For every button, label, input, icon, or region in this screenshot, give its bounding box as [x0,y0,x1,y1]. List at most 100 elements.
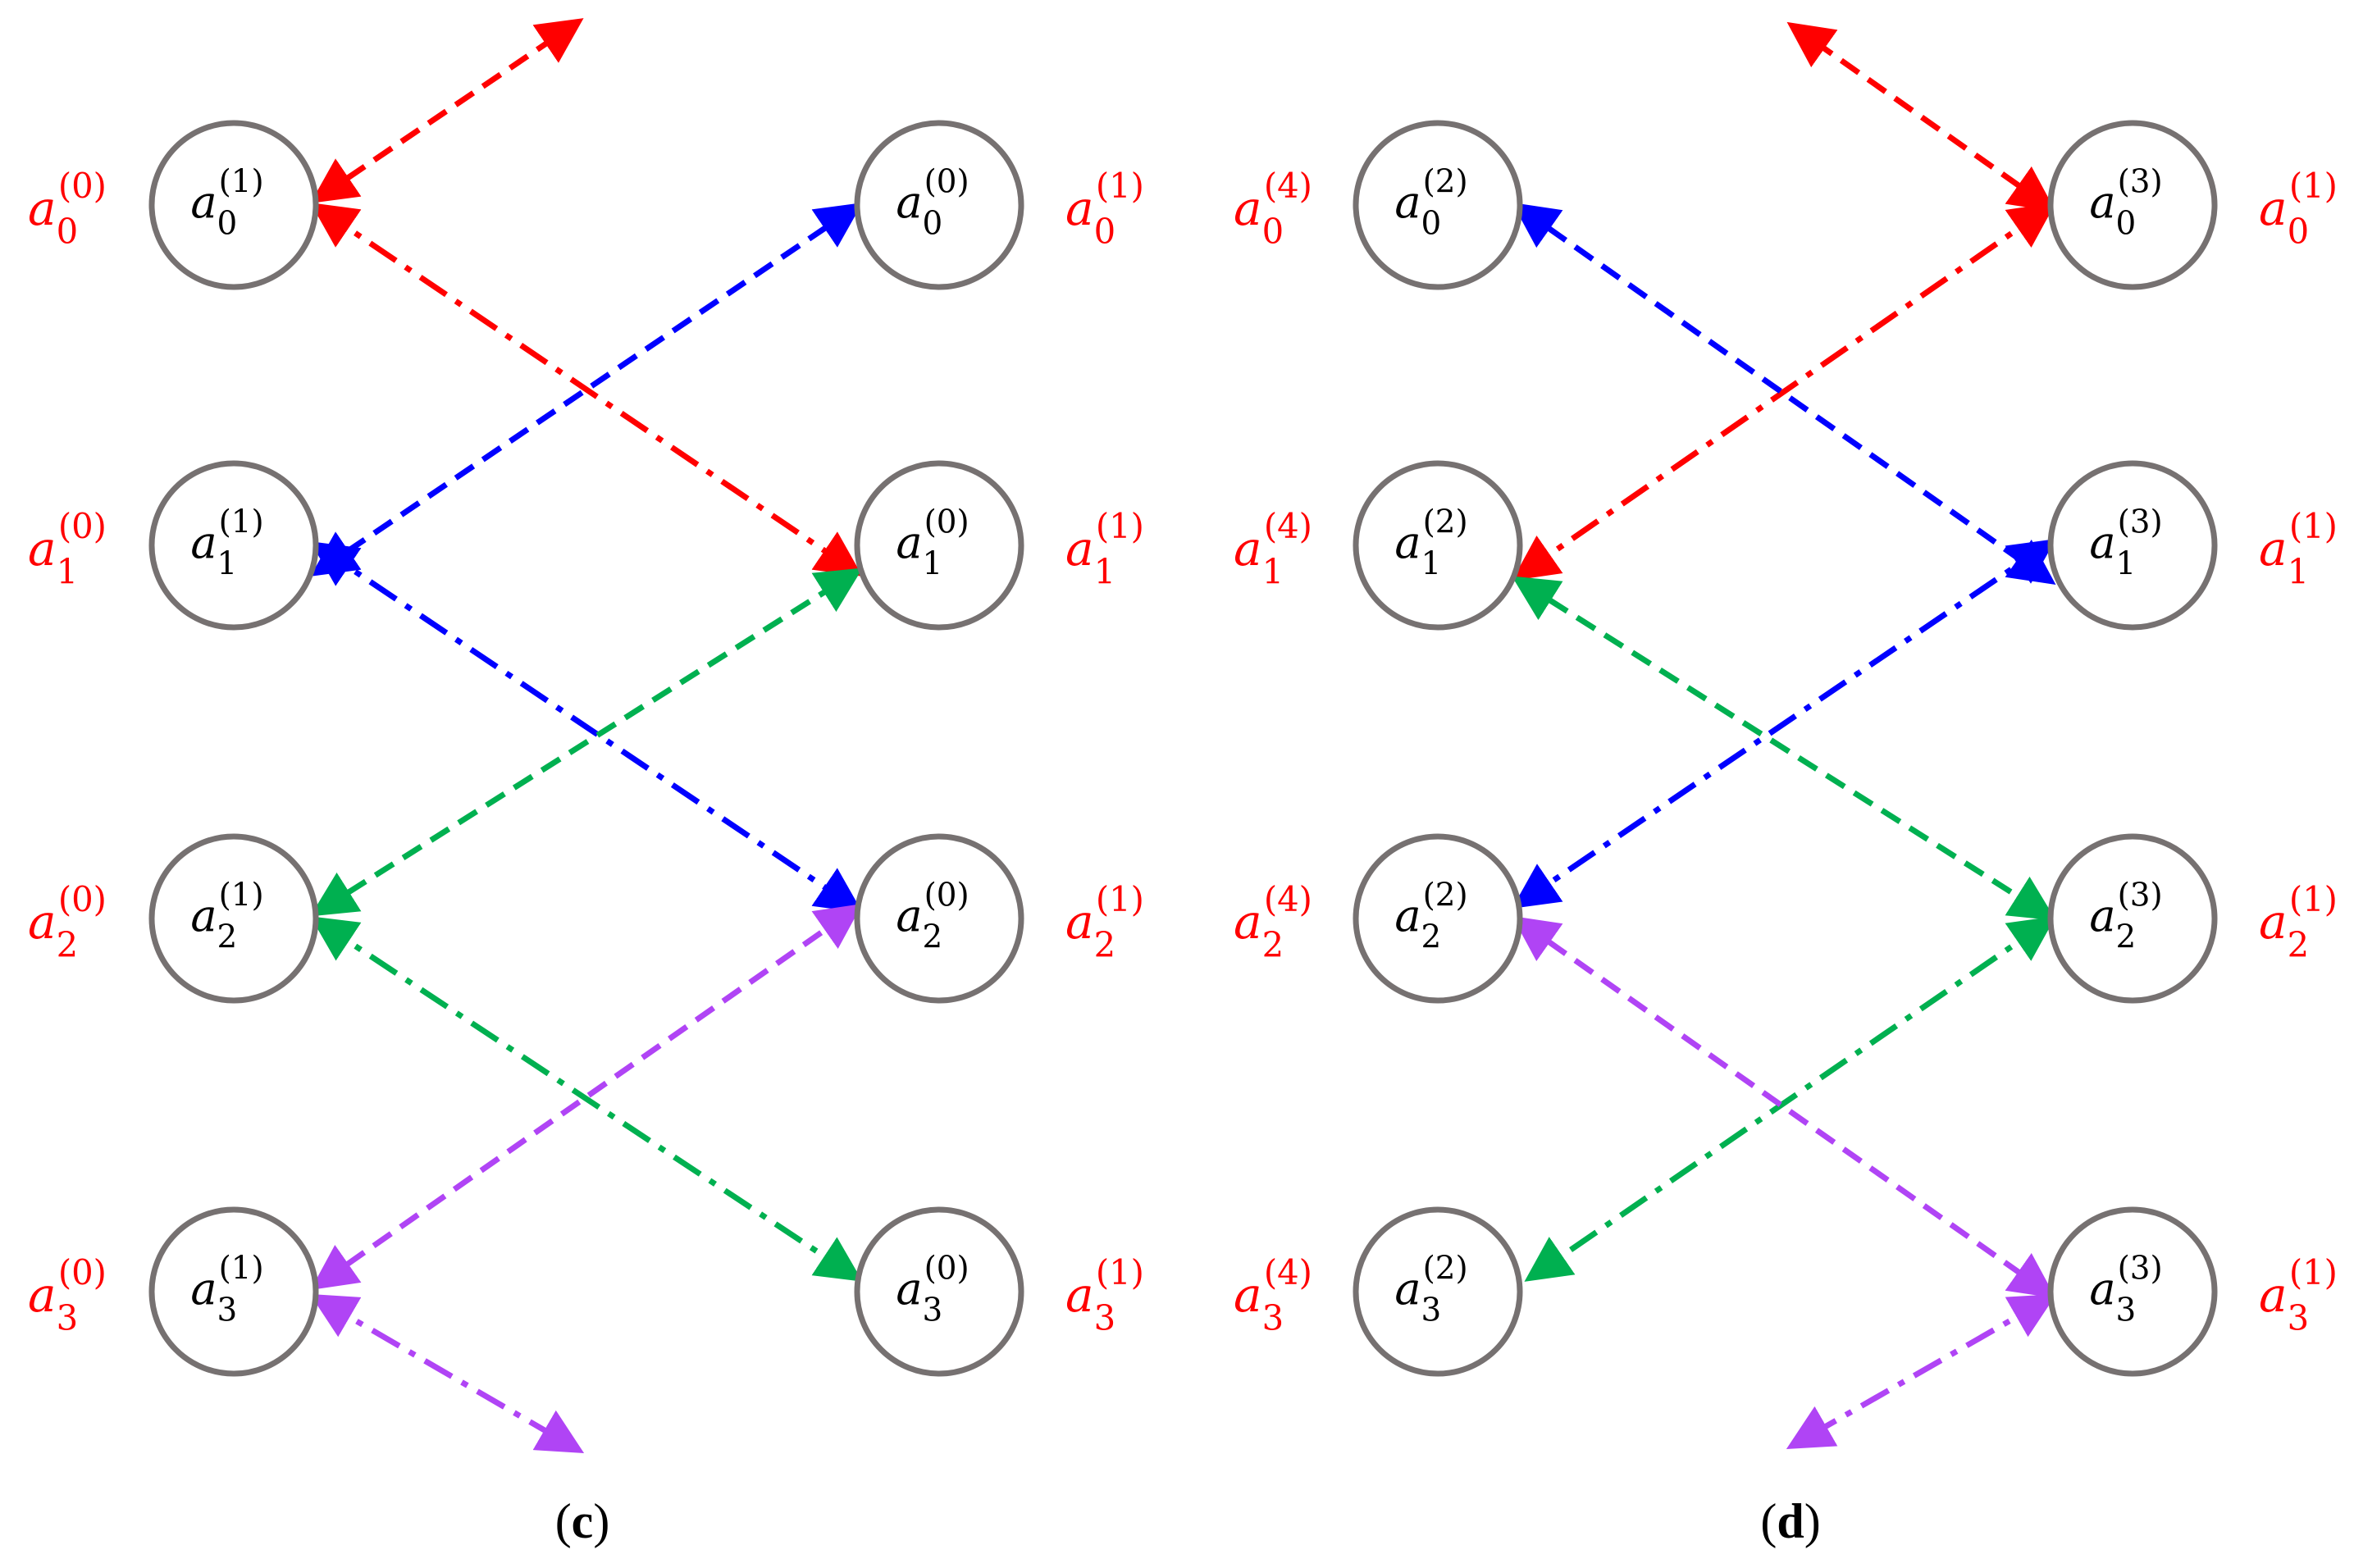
node-label: a2(2) [1394,877,1467,955]
math-base: a [2089,517,2115,568]
math-superscript: (2) [1423,163,1468,200]
math-superscript: (0) [924,163,969,200]
math-subscript: 3 [57,1297,79,1338]
side-label-right-2: a2(1) [2259,879,2338,964]
math-superscript: (1) [2289,506,2338,546]
side-label-left-1: a1(0) [28,506,107,591]
math-superscript: (1) [2289,879,2338,919]
math-subscript: 0 [1094,211,1116,251]
math-base: a [190,176,217,228]
node-circle [1353,120,1523,290]
node-label: a3(0) [896,1250,969,1329]
math-subscript: 2 [2116,919,2137,956]
side-label-right-1: a1(1) [2259,506,2338,591]
labels-layer: a0(0)a0(1)a1(0)a1(1)a2(0)a2(1)a3(0)a3(1)… [28,166,2338,1338]
node-circle [1353,833,1523,1004]
edge-d-purple-offscreen [1786,1294,2057,1449]
math-superscript: (1) [1096,506,1144,546]
math-subscript: 0 [1262,211,1284,251]
math-superscript: (4) [1264,506,1312,546]
math-subscript: 1 [2116,546,2137,583]
math-subscript: 0 [1421,206,1442,243]
math-base: a [1394,1263,1421,1315]
math-base: a [896,176,922,228]
math-subscript: 2 [923,919,943,956]
node-right-1: a1 (0) [854,460,1024,631]
math-base: a [1394,517,1421,568]
math-base: a [1234,521,1262,577]
edge-c-blue-up [310,203,863,577]
math-subscript: 1 [217,546,238,583]
node-circle [1353,1206,1523,1377]
math-subscript: 2 [1421,919,1442,956]
math-base: a [1234,180,1262,236]
side-label-right-3: a3(1) [1065,1252,1144,1338]
edge-d-blue-down [1512,202,2056,586]
node-right-3: a3(3) [2047,1206,2218,1377]
side-label-left-0: a0 (0) [28,166,107,251]
math-superscript: (1) [1096,879,1144,919]
math-subscript: 1 [923,546,943,583]
math-subscript: 2 [1262,924,1284,964]
math-superscript: (2) [1423,1250,1468,1287]
side-label-left-2: a2(0) [28,879,107,964]
math-superscript: (0) [58,166,107,206]
edge-c-green-down [310,916,863,1282]
node-label: a1 (0) [896,504,969,582]
edge-c-red-offscreen [310,18,584,203]
side-label-right-0: a0 (1) [1065,166,1144,251]
edge-d-red-offscreen [1786,21,2056,212]
math-base: a [896,517,922,568]
edge-c-red-cross [310,203,863,577]
node-circle [2047,833,2218,1004]
math-subscript: 3 [1094,1297,1116,1338]
math-base: a [28,180,57,236]
math-base: a [896,1263,922,1315]
math-superscript: (0) [58,506,107,546]
side-label-right-0: a0(1) [2259,166,2338,251]
edge-d-green-up [1524,916,2056,1282]
node-left-3: a3(1) [148,1206,319,1377]
node-circle [148,833,319,1004]
node-circle [2047,1206,2218,1377]
node-label: a1(1) [190,504,263,582]
math-base: a [28,521,57,577]
math-subscript: 0 [923,206,943,243]
edge-d-purple-down [1512,915,2056,1299]
edge-c-purple-up [310,903,863,1291]
node-right-2: a2(0) [854,833,1024,1004]
node-left-0: a0(1) [148,120,319,290]
node-circle [2047,460,2218,631]
math-superscript: (1) [2289,1252,2338,1292]
node-label: a0(3) [2089,163,2162,242]
math-base: a [28,894,57,950]
math-base: a [2089,1263,2115,1315]
math-subscript: 2 [1094,924,1116,964]
node-right-2: a2(3) [2047,833,2218,1004]
node-label: a0(1) [190,163,263,242]
side-label-right-2: a2(1) [1065,879,1144,964]
math-base: a [28,1267,57,1323]
node-left-2: a2(2) [1353,833,1523,1004]
math-superscript: (1) [1096,166,1144,206]
node-circle [854,460,1024,631]
math-subscript: 3 [923,1292,943,1329]
side-label-left-2: a2(4) [1234,879,1312,964]
node-left-1: a1(1) [148,460,319,631]
node-circle [854,833,1024,1004]
math-base: a [1394,890,1421,941]
math-subscript: 0 [2288,211,2310,251]
math-base: a [1065,180,1094,236]
node-circle [854,120,1024,290]
side-label-left-1: a1(4) [1234,506,1312,591]
math-superscript: (0) [924,504,969,540]
math-base: a [2089,176,2115,228]
math-superscript: (1) [2289,166,2338,206]
math-subscript: 3 [1421,1292,1442,1329]
edge-c-purple-offscreen [309,1293,585,1454]
math-subscript: 0 [57,211,79,251]
node-left-3: a3 (2) [1353,1206,1523,1377]
math-superscript: (1) [1096,1252,1144,1292]
math-base: a [1234,1267,1262,1323]
math-base: a [2259,894,2288,950]
